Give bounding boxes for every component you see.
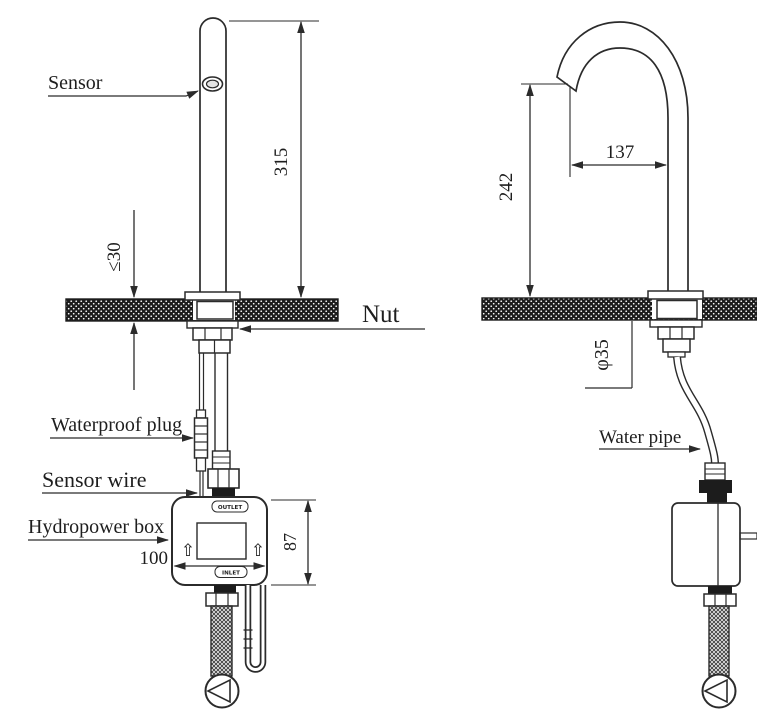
left-view: OUTLET ⇧ ⇧ INLET 100 87: [28, 17, 425, 709]
mounting-nut-right: [649, 319, 703, 358]
base-flange-right: [647, 290, 704, 300]
mounting-nut: [186, 320, 239, 354]
water-pipe-curve: [673, 356, 732, 503]
dim-phi35: φ35: [591, 339, 613, 371]
sensor-leader: [48, 90, 199, 99]
faucet-shank-right: [656, 299, 698, 320]
dim-315: 315: [271, 148, 292, 177]
inlet-hose-right: [701, 586, 737, 709]
dim-315-group: 315: [229, 20, 319, 298]
water-pipe-label: Water pipe: [599, 427, 681, 448]
sensor-window: [201, 76, 224, 92]
faucet-shank: [196, 300, 234, 320]
dim-30-group: ≤30: [104, 210, 138, 390]
dim-137-group: 137: [569, 86, 667, 177]
counter-right: [481, 297, 757, 321]
counter-left: [65, 298, 339, 322]
dim-100: 100: [140, 548, 169, 569]
power-cable: [739, 532, 757, 540]
right-view: 242 137 φ35 Water pipe: [481, 21, 757, 709]
box-window: [196, 522, 247, 560]
sensor-label: Sensor: [48, 72, 103, 94]
faucet-pipe: [199, 17, 227, 299]
dim-87: 87: [280, 533, 300, 551]
outlet-label: OUTLET: [218, 505, 242, 511]
gooseneck-faucet: [556, 21, 689, 299]
flow-direction-arrow-right: ⇧: [251, 541, 265, 561]
inlet-hose-left: [204, 585, 240, 709]
valve-symbol-left: [204, 673, 240, 709]
waterproof-plug-label: Waterproof plug: [51, 414, 182, 436]
sensor-wire-label: Sensor wire: [42, 467, 146, 492]
sensor-wire-line: [193, 353, 209, 497]
base-flange: [184, 291, 241, 301]
dim-87-group: 87: [271, 499, 316, 586]
supply-pipe-left-view: [207, 353, 240, 498]
flow-direction-arrow-left: ⇧: [181, 541, 195, 561]
waterproof-plug-part: [193, 409, 209, 472]
inlet-label: INLET: [222, 571, 240, 577]
hydropower-box-label: Hydropower box: [28, 516, 164, 538]
valve-symbol-right: [701, 673, 737, 709]
dim-242-group: 242: [496, 83, 568, 297]
dim-phi35-group: φ35: [585, 321, 633, 389]
dim-137: 137: [606, 142, 635, 163]
hydropower-box-front: OUTLET ⇧ ⇧ INLET: [171, 496, 268, 586]
nut-label: Nut: [362, 301, 400, 328]
wire-loop: [243, 585, 267, 673]
hydropower-box-side: [671, 502, 757, 587]
dim-le30: ≤30: [104, 242, 125, 271]
dim-242: 242: [496, 173, 517, 202]
